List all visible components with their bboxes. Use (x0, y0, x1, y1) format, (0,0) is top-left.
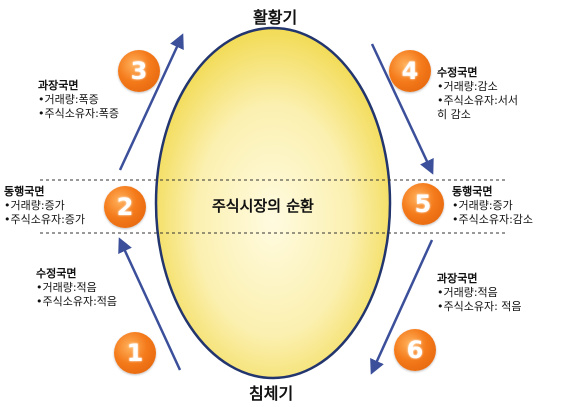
phase-badge-5: 5 (402, 183, 444, 225)
phase-3-volume: •거래량:폭증 (38, 93, 99, 106)
phase-1-title: 수정국면 (36, 267, 77, 280)
phase-badge-4: 4 (389, 50, 431, 92)
phase-1-volume: •거래량:적음 (36, 281, 97, 294)
arrow-phase-1-up (118, 237, 182, 371)
phase-badge-6: 6 (394, 329, 436, 371)
phase-badge-2: 2 (104, 186, 146, 228)
phase-1-holders: •주식소유자:적음 (36, 295, 118, 308)
phase-4-info: 수정국면 •거래량:감소 •주식소유자:서서 히 감소 (437, 66, 518, 122)
cycle-ellipse (154, 26, 392, 380)
phase-4-title: 수정국면 (437, 66, 478, 79)
phase-6-info: 과장국면 •거래량:적음 •주식소유자: 적음 (437, 272, 522, 314)
phase-3-info: 과장국면 •거래량:폭증 •주식소유자:폭증 (38, 79, 119, 121)
phase-5-holders: •주식소유자:감소 (452, 213, 534, 226)
phase-6-volume: •거래량:적음 (437, 286, 498, 299)
phase-6-holders: •주식소유자: 적음 (437, 300, 522, 313)
phase-1-info: 수정국면 •거래량:적음 •주식소유자:적음 (36, 267, 117, 309)
center-title: 주식시장의 순환 (212, 197, 314, 215)
phase-2-holders: •주식소유자:증가 (4, 213, 86, 226)
arrow-phase-6-down (370, 239, 434, 375)
boom-period-label: 활황기 (253, 8, 298, 27)
phase-3-title: 과장국면 (38, 79, 79, 92)
phase-5-info: 동행국면 •거래량:증가 •주식소유자:감소 (452, 185, 533, 227)
phase-2-title: 동행국면 (4, 185, 45, 198)
phase-5-volume: •거래량:증가 (452, 199, 513, 212)
phase-4-holders-cont: 히 감소 (437, 108, 471, 121)
phase-5-title: 동행국면 (452, 185, 493, 198)
phase-6-title: 과장국면 (437, 272, 478, 285)
phase-badge-1: 1 (114, 332, 156, 374)
arrow-phase-3-up (118, 33, 184, 171)
phase-4-holders: •주식소유자:서서 (437, 94, 519, 107)
phase-2-volume: •거래량:증가 (4, 199, 65, 212)
recession-period-label: 침체기 (249, 384, 294, 403)
phase-2-info: 동행국면 •거래량:증가 •주식소유자:증가 (4, 185, 85, 227)
arrow-phase-4-down (370, 43, 434, 175)
phase-badge-3: 3 (118, 50, 160, 92)
phase-4-volume: •거래량:감소 (437, 80, 498, 93)
phase-3-holders: •주식소유자:폭증 (38, 107, 120, 120)
